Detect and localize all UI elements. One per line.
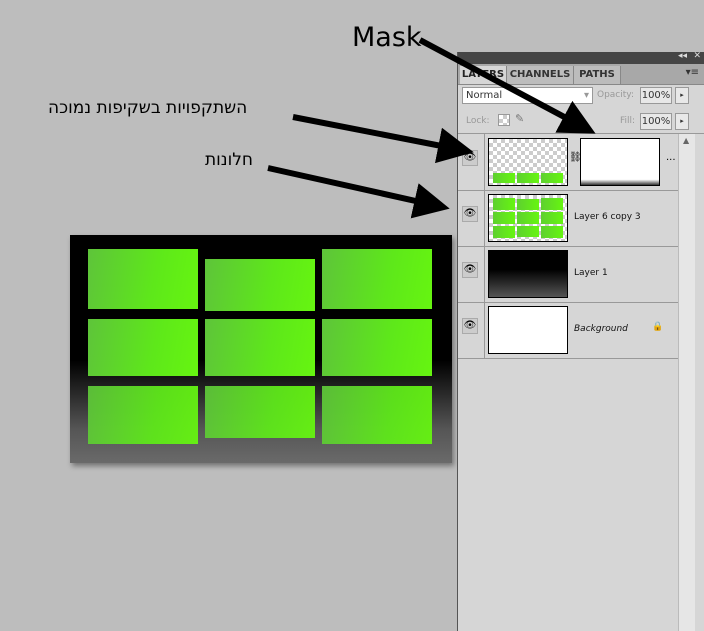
collapse-icon[interactable]: ◂◂ [677, 51, 687, 61]
window-pane [88, 249, 198, 309]
layers-panel: ◂◂ ✕ LAYERS CHANNELS PATHS ▾≡ Normal▾ Op… [457, 51, 704, 631]
panel-menu-icon[interactable]: ▾≡ [685, 67, 699, 78]
layer-mask-thumbnail[interactable] [580, 138, 660, 186]
scrollbar[interactable]: ▲ [678, 134, 695, 631]
eye-icon[interactable]: 👁 [462, 318, 478, 334]
close-icon[interactable]: ✕ [693, 51, 701, 61]
lock-brush-icon[interactable]: ✎ [515, 112, 525, 125]
window-pane [88, 319, 198, 376]
window-pane [205, 386, 315, 438]
layer-name: Layer 6 copy 3 [574, 212, 641, 222]
annotation-mask: Mask [352, 22, 422, 53]
arrow-to-reflection-layer [292, 114, 474, 164]
window-pane [88, 386, 198, 444]
fill-input[interactable]: 100% [640, 113, 672, 130]
lock-icon: 🔒 [652, 322, 664, 332]
chevron-down-icon: ▾ [583, 90, 589, 101]
annotation-windows: חלונות [205, 150, 254, 170]
tab-channels[interactable]: CHANNELS [507, 66, 574, 84]
layer-thumbnail [488, 306, 568, 354]
panel-titlebar[interactable]: ◂◂ ✕ [458, 51, 704, 64]
layer-thumbnail [488, 250, 568, 298]
window-pane [322, 249, 432, 309]
lock-transparency-icon[interactable] [498, 114, 510, 126]
layer-name: Background [574, 324, 628, 334]
layer-row[interactable]: 👁 Layer 6 copy 3 [458, 190, 678, 247]
layer-thumbnail [488, 138, 568, 186]
lock-label: Lock: [466, 116, 490, 126]
window-pane [205, 259, 315, 311]
annotation-transparency: השתקפויות בשקיפות נמוכה [48, 98, 248, 118]
opacity-label: Opacity: [597, 90, 634, 100]
eye-icon[interactable]: 👁 [462, 262, 478, 278]
layer-name: Layer 1 [574, 268, 608, 278]
blend-mode-value: Normal [466, 90, 503, 101]
eye-icon[interactable]: 👁 [462, 206, 478, 222]
window-pane [322, 386, 432, 444]
scroll-up-icon[interactable]: ▲ [683, 136, 690, 145]
window-pane [205, 319, 315, 376]
fill-label: Fill: [620, 116, 636, 126]
mask-link-icon[interactable]: ⛓ [569, 152, 582, 163]
layer-row[interactable]: 👁 ⛓ ... [458, 134, 678, 191]
tab-paths[interactable]: PATHS [574, 66, 621, 84]
arrow-to-mask [418, 37, 596, 134]
opacity-slider-button[interactable]: ▸ [675, 87, 689, 104]
opacity-input[interactable]: 100% [640, 87, 672, 104]
arrow-to-windows-layer [267, 165, 450, 219]
layer-name: ... [666, 152, 676, 163]
window-pane [322, 319, 432, 376]
fill-slider-button[interactable]: ▸ [675, 113, 689, 130]
layer-row[interactable]: 👁 Layer 1 [458, 246, 678, 303]
layer-thumbnail [488, 194, 568, 242]
layer-row[interactable]: 👁 Background 🔒 [458, 302, 678, 359]
document-canvas-image [70, 235, 452, 463]
